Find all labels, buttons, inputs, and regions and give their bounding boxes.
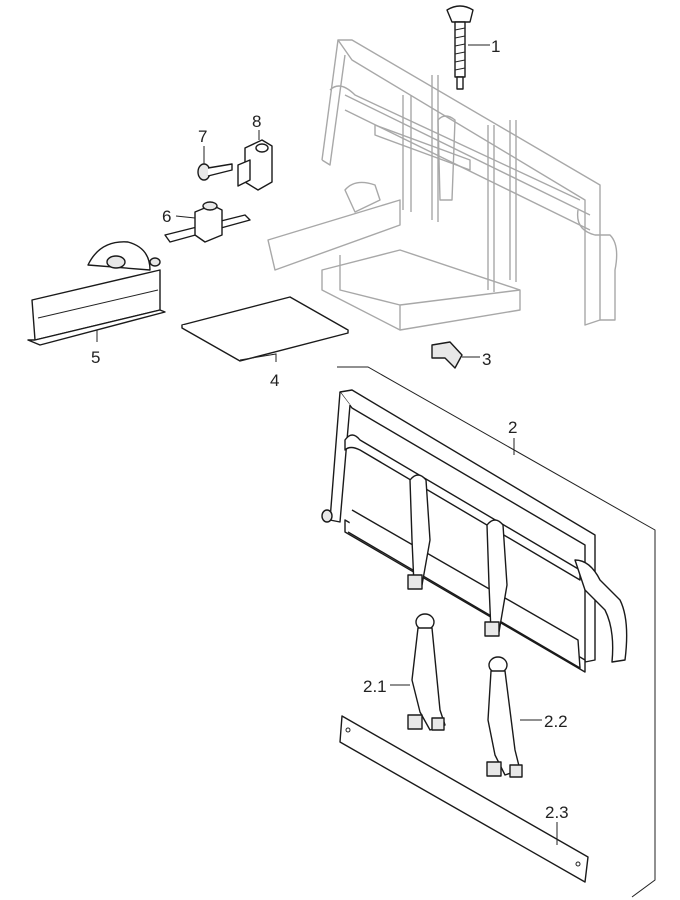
label-2: 2 xyxy=(508,418,517,437)
part-6-slide-stop: 6 xyxy=(162,201,251,243)
part-3-clip: 3 xyxy=(431,341,491,369)
group-2-boundary: 2 xyxy=(337,366,656,898)
label-2-1: 2.1 xyxy=(363,677,387,696)
label-7: 7 xyxy=(198,127,207,146)
assembled-machine-outline xyxy=(267,39,618,331)
part-2-chute-assembly xyxy=(321,389,628,673)
label-2-2: 2.2 xyxy=(544,712,568,731)
label-8: 8 xyxy=(252,112,261,131)
label-4: 4 xyxy=(270,371,279,390)
label-2-3: 2.3 xyxy=(545,803,569,822)
label-3: 3 xyxy=(482,350,491,369)
part-1-bolt: 1 xyxy=(446,5,500,90)
part-8-clamp-block: 8 xyxy=(237,112,273,191)
part-4-base-plate: 4 xyxy=(181,296,349,390)
label-1: 1 xyxy=(491,37,500,56)
part-7-thumb-screw: 7 xyxy=(197,127,233,181)
part-2-3-blade-strip: 2.3 xyxy=(339,715,589,883)
part-2-1-bracket: 2.1 xyxy=(363,613,446,731)
label-6: 6 xyxy=(162,207,171,226)
part-2-2-bracket: 2.2 xyxy=(486,656,568,778)
label-5: 5 xyxy=(91,348,100,367)
part-5-angle-fence: 5 xyxy=(27,241,166,367)
